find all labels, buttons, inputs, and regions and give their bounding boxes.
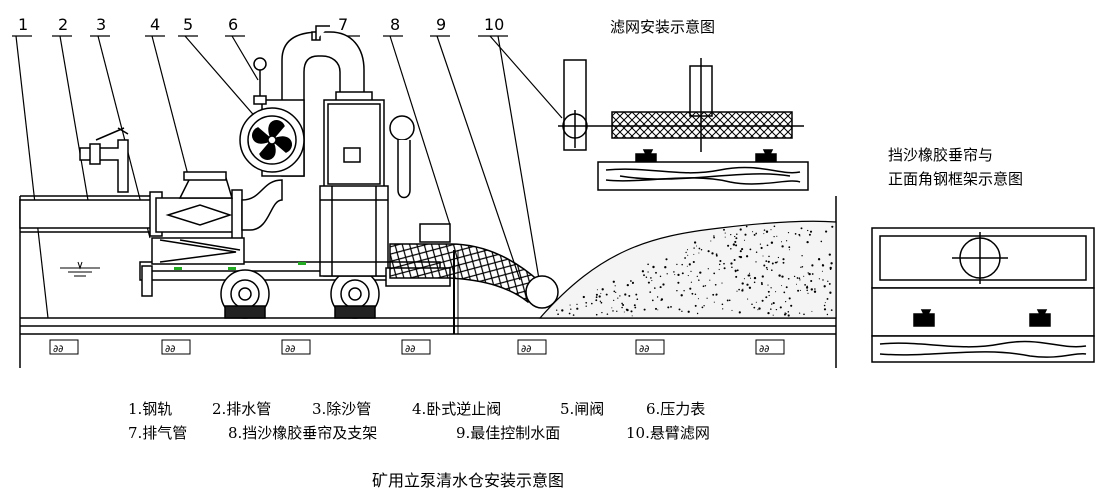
filter-installation-diagram — [558, 58, 809, 191]
pump-cart — [139, 261, 441, 319]
sleeper-glyph: ∂∂ — [521, 344, 531, 355]
vertical-pump — [319, 91, 415, 277]
sleeper-block — [49, 339, 79, 355]
pressure-gauge — [253, 57, 267, 105]
legend-item: 2.排水管 — [212, 400, 271, 418]
callout-9: 9 — [436, 15, 446, 34]
flexible-hose — [389, 243, 559, 309]
sleeper-block — [635, 339, 665, 355]
sand-pile — [538, 220, 837, 319]
water-level-symbol — [60, 261, 100, 277]
legend-item: 7.排气管 — [128, 424, 187, 442]
sleeper-glyph: ∂∂ — [285, 344, 295, 355]
exhaust-pipe — [311, 25, 330, 41]
callout-7: 7 — [338, 15, 348, 34]
sleeper-block — [755, 339, 785, 355]
main-title: 矿用立泵清水仓安装示意图 — [372, 471, 564, 490]
gate-valve — [239, 99, 305, 177]
drain-pipe — [19, 127, 163, 237]
callout-8: 8 — [390, 15, 400, 34]
callout-3: 3 — [96, 15, 106, 34]
callout-6: 6 — [228, 15, 238, 34]
legend-item: 3.除沙管 — [312, 400, 371, 418]
curtain-diagram-title-line2: 正面角钢框架示意图 — [888, 170, 1023, 188]
callout-5: 5 — [183, 15, 193, 34]
legend-item: 8.挡沙橡胶垂帘及支架 — [228, 424, 377, 442]
sleeper-glyph: ∂∂ — [165, 344, 175, 355]
sleeper-glyph: ∂∂ — [759, 344, 769, 355]
legend-item: 4.卧式逆止阀 — [412, 400, 501, 418]
callout-numbers: 1 2 3 4 5 6 7 8 9 10 — [18, 15, 504, 34]
horizontal-check-valve — [151, 171, 245, 265]
legend-item: 6.压力表 — [646, 400, 705, 418]
rail-sleepers: ∂∂ ∂∂ ∂∂ ∂∂ ∂∂ ∂∂ ∂∂ — [49, 339, 785, 355]
callout-10: 10 — [484, 15, 504, 34]
sleeper-glyph: ∂∂ — [405, 344, 415, 355]
curtain-frame-diagram — [871, 227, 1095, 363]
callout-1: 1 — [18, 15, 28, 34]
sleeper-block — [517, 339, 547, 355]
sleeper-block — [401, 339, 431, 355]
filter-diagram-title: 滤网安装示意图 — [610, 18, 715, 36]
sleeper-block — [281, 339, 311, 355]
curtain-diagram-title-line1: 挡沙橡胶垂帘与 — [888, 146, 993, 164]
callout-4: 4 — [150, 15, 160, 34]
callout-2: 2 — [58, 15, 68, 34]
legend-item: 1.钢轨 — [128, 400, 172, 418]
sleeper-glyph: ∂∂ — [53, 344, 63, 355]
legend-item: 5.闸阀 — [560, 400, 604, 418]
legend-item: 9.最佳控制水面 — [456, 424, 560, 442]
legend-item: 10.悬臂滤网 — [626, 424, 710, 442]
sleeper-block — [161, 339, 191, 355]
legend: 1.钢轨 2.排水管 3.除沙管 4.卧式逆止阀 5.闸阀 6.压力表 7.排气管 8.挡沙橡… — [128, 400, 710, 442]
sleeper-glyph: ∂∂ — [639, 344, 649, 355]
